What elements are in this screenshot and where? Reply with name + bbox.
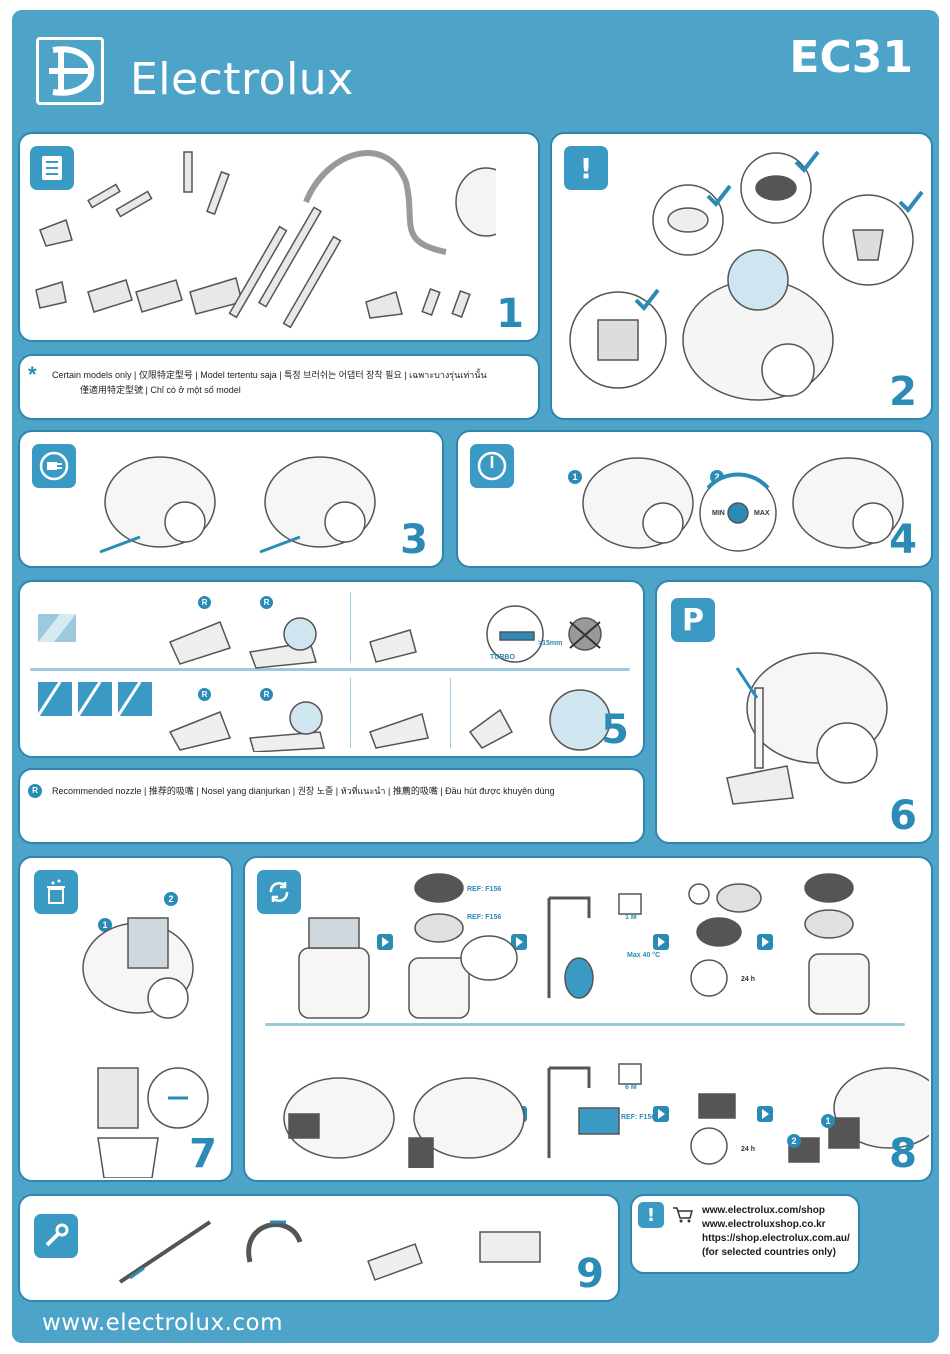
empty-container-illustration (82, 917, 209, 1178)
electrolux-logo-mark (49, 46, 95, 96)
step-number-9: 9 (576, 1251, 604, 1297)
recommended-icon: R (28, 784, 42, 798)
plug-in-illustration (99, 456, 376, 554)
recommended-badge-1: R (198, 596, 211, 609)
cart-icon (672, 1206, 694, 1229)
panel-shop-links: ! www.electrolux.com/shop www.electrolux… (630, 1194, 860, 1274)
clearance-label: >15mm (538, 640, 563, 647)
next-arrow-icon-3 (653, 934, 669, 950)
bin-empty-icon (34, 870, 78, 914)
model-number: EC31 (789, 32, 913, 83)
step-number-6: 6 (889, 793, 917, 839)
filter-step-marker-1: 1 (821, 1114, 835, 1128)
step-number-7: 7 (189, 1131, 217, 1177)
step-number-2: 2 (889, 369, 917, 415)
interval-6m-label: 6 M (625, 1084, 637, 1091)
step-number-5: 5 (601, 707, 629, 753)
panel-recommended-note: R Recommended nozzle | 推荐的吸嘴 | Nosel yan… (18, 768, 645, 844)
nozzle-column-divider-1 (350, 592, 351, 662)
recommended-badge-2: R (260, 596, 273, 609)
maintenance-row-divider (265, 1023, 905, 1026)
panel-nozzle-selection: R R R R TURBO >15mm 5 (18, 580, 645, 758)
asterisk-icon: * (28, 362, 37, 387)
next-arrow-icon-7 (653, 1106, 669, 1122)
shop-link-1[interactable]: www.electrolux.com/shop (702, 1205, 825, 1216)
panel-care: 9 (18, 1194, 620, 1302)
maintenance-illustrations (283, 873, 929, 1168)
plug-icon (32, 444, 76, 488)
step-number-1: 1 (496, 291, 524, 337)
nozzle-illustrations (168, 605, 611, 752)
step-number-8: 8 (889, 1131, 917, 1177)
nozzle-column-divider-2 (350, 678, 351, 748)
panel-accessories: 1 (18, 132, 540, 342)
min-label: MIN (712, 510, 725, 517)
floor-type-icons (36, 614, 152, 717)
recommended-badge-3: R (198, 688, 211, 701)
refresh-icon (257, 870, 301, 914)
exclamation-icon: ! (564, 146, 608, 190)
panel-parking: P 6 (655, 580, 933, 844)
accessories-illustration (35, 150, 496, 329)
interval-1m-label: 1 M (625, 914, 637, 921)
max-temp-label: Max 40 °C (627, 952, 661, 959)
step-marker-1: 1 (568, 470, 582, 484)
ref-label-2: REF: F156 (467, 914, 502, 921)
step-number-4: 4 (889, 517, 917, 563)
power-icon (470, 444, 514, 488)
panel-filters-check: ! 2 (550, 132, 933, 420)
recommended-badge-4: R (260, 688, 273, 701)
empty-step-marker-2: 2 (164, 892, 178, 906)
turbo-label: TURBO (490, 654, 515, 661)
recommended-nozzle-text: Recommended nozzle | 推荐的吸嘴 | Nosel yang … (52, 786, 555, 796)
wrench-icon (34, 1214, 78, 1258)
poster-background: Electrolux EC31 (12, 10, 939, 1343)
empty-step-marker-1: 1 (98, 918, 112, 932)
nozzle-row-divider (30, 668, 630, 671)
filter-step-marker-2: 2 (787, 1134, 801, 1148)
brand-name: Electrolux (130, 54, 354, 105)
care-illustrations (118, 1220, 541, 1284)
nozzle-column-divider-3 (450, 678, 451, 748)
shop-availability-note: (for selected countries only) (702, 1247, 836, 1258)
certain-models-text-line-1: Certain models only | 仅限特定型号 | Model ter… (52, 370, 487, 380)
panel-power-on: 1 2 MIN MAX 4 (456, 430, 933, 568)
parking-illustration (726, 652, 888, 805)
filters-illustration (569, 150, 924, 401)
ref-label-1: REF: F156 (467, 886, 502, 893)
dry-time-label-1: 24 h (741, 976, 756, 983)
panel-filter-maintenance: REF: F156 REF: F156 1 M Max 40 °C 24 h R… (243, 856, 933, 1182)
next-arrow-icon-8 (757, 1106, 773, 1122)
next-arrow-icon-4 (757, 934, 773, 950)
max-label: MAX (754, 510, 770, 517)
next-arrow-icon-2 (511, 934, 527, 950)
parking-icon: P (671, 598, 715, 642)
shop-link-2[interactable]: www.electroluxshop.co.kr (702, 1219, 826, 1230)
panel-empty-container: 1 2 7 (18, 856, 233, 1182)
exclamation-icon-shop: ! (638, 1202, 664, 1228)
checklist-icon (30, 146, 74, 190)
footer-website[interactable]: www.electrolux.com (42, 1310, 284, 1336)
panel-certain-models-note: * Certain models only | 仅限特定型号 | Model t… (18, 354, 540, 420)
power-illustration (582, 457, 904, 552)
dry-time-label-2: 24 h (741, 1146, 756, 1153)
certain-models-text-line-2: 僅適用特定型號 | Chỉ có ở một số model (80, 385, 241, 395)
electrolux-logo (36, 37, 104, 105)
next-arrow-icon-1 (377, 934, 393, 950)
panel-plug-in: 3 (18, 430, 444, 568)
shop-link-3[interactable]: https://shop.electrolux.com.au/ (702, 1233, 850, 1244)
step-number-3: 3 (400, 517, 428, 563)
ref-label-3: REF: F156 (621, 1114, 656, 1121)
